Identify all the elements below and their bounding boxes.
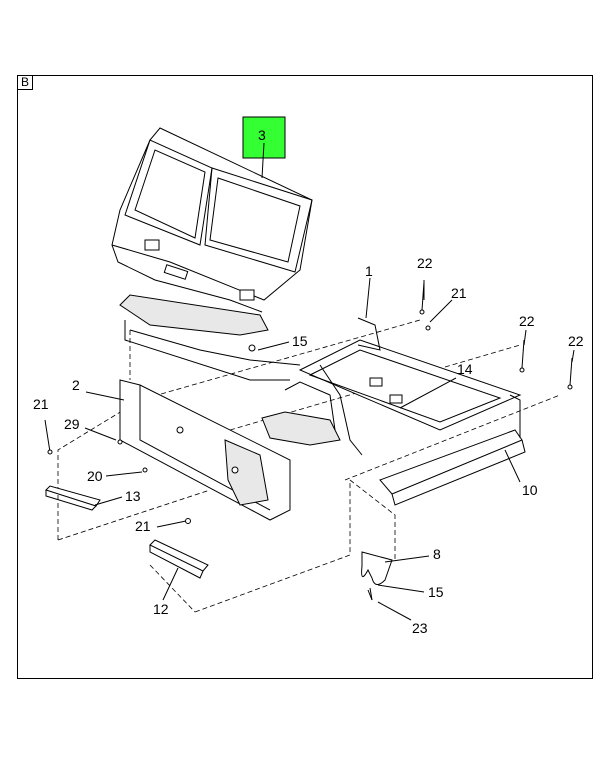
callout-13: 13 — [125, 488, 141, 504]
part-8-hinge — [361, 551, 393, 601]
view-label: B — [17, 75, 33, 90]
callout-21a: 21 — [451, 285, 467, 301]
construction-lines — [57, 319, 561, 613]
callout-labels: 3 1 22 21 22 22 15 14 2 21 29 20 13 10 2… — [33, 127, 584, 636]
part-2-front-cross-member — [119, 379, 291, 521]
callout-23: 23 — [412, 620, 428, 636]
callout-20: 20 — [87, 468, 103, 484]
part-13-bracket — [45, 485, 101, 511]
callout-10: 10 — [522, 482, 538, 498]
callout-22c: 22 — [568, 333, 584, 349]
callout-15a: 15 — [292, 333, 308, 349]
callout-14: 14 — [457, 361, 473, 377]
part-3-windshield-panel — [111, 127, 313, 381]
leader-lines — [84, 142, 575, 621]
callout-1: 1 — [365, 263, 373, 279]
diagram-frame — [17, 75, 593, 679]
part-12-bracket — [149, 539, 209, 579]
callout-22a: 22 — [417, 255, 433, 271]
callout-21c: 21 — [135, 518, 151, 534]
part-23-pin — [367, 589, 373, 601]
callout-3: 3 — [258, 127, 266, 143]
callout-21b: 21 — [33, 396, 49, 412]
part-10-side-rail — [379, 394, 526, 506]
part-1-main-frame — [261, 317, 522, 456]
callout-22b: 22 — [519, 313, 535, 329]
callout-12: 12 — [153, 601, 169, 617]
callout-15b: 15 — [428, 584, 444, 600]
callout-29: 29 — [64, 416, 80, 432]
callout-8: 8 — [433, 546, 441, 562]
callout-2: 2 — [72, 377, 80, 393]
